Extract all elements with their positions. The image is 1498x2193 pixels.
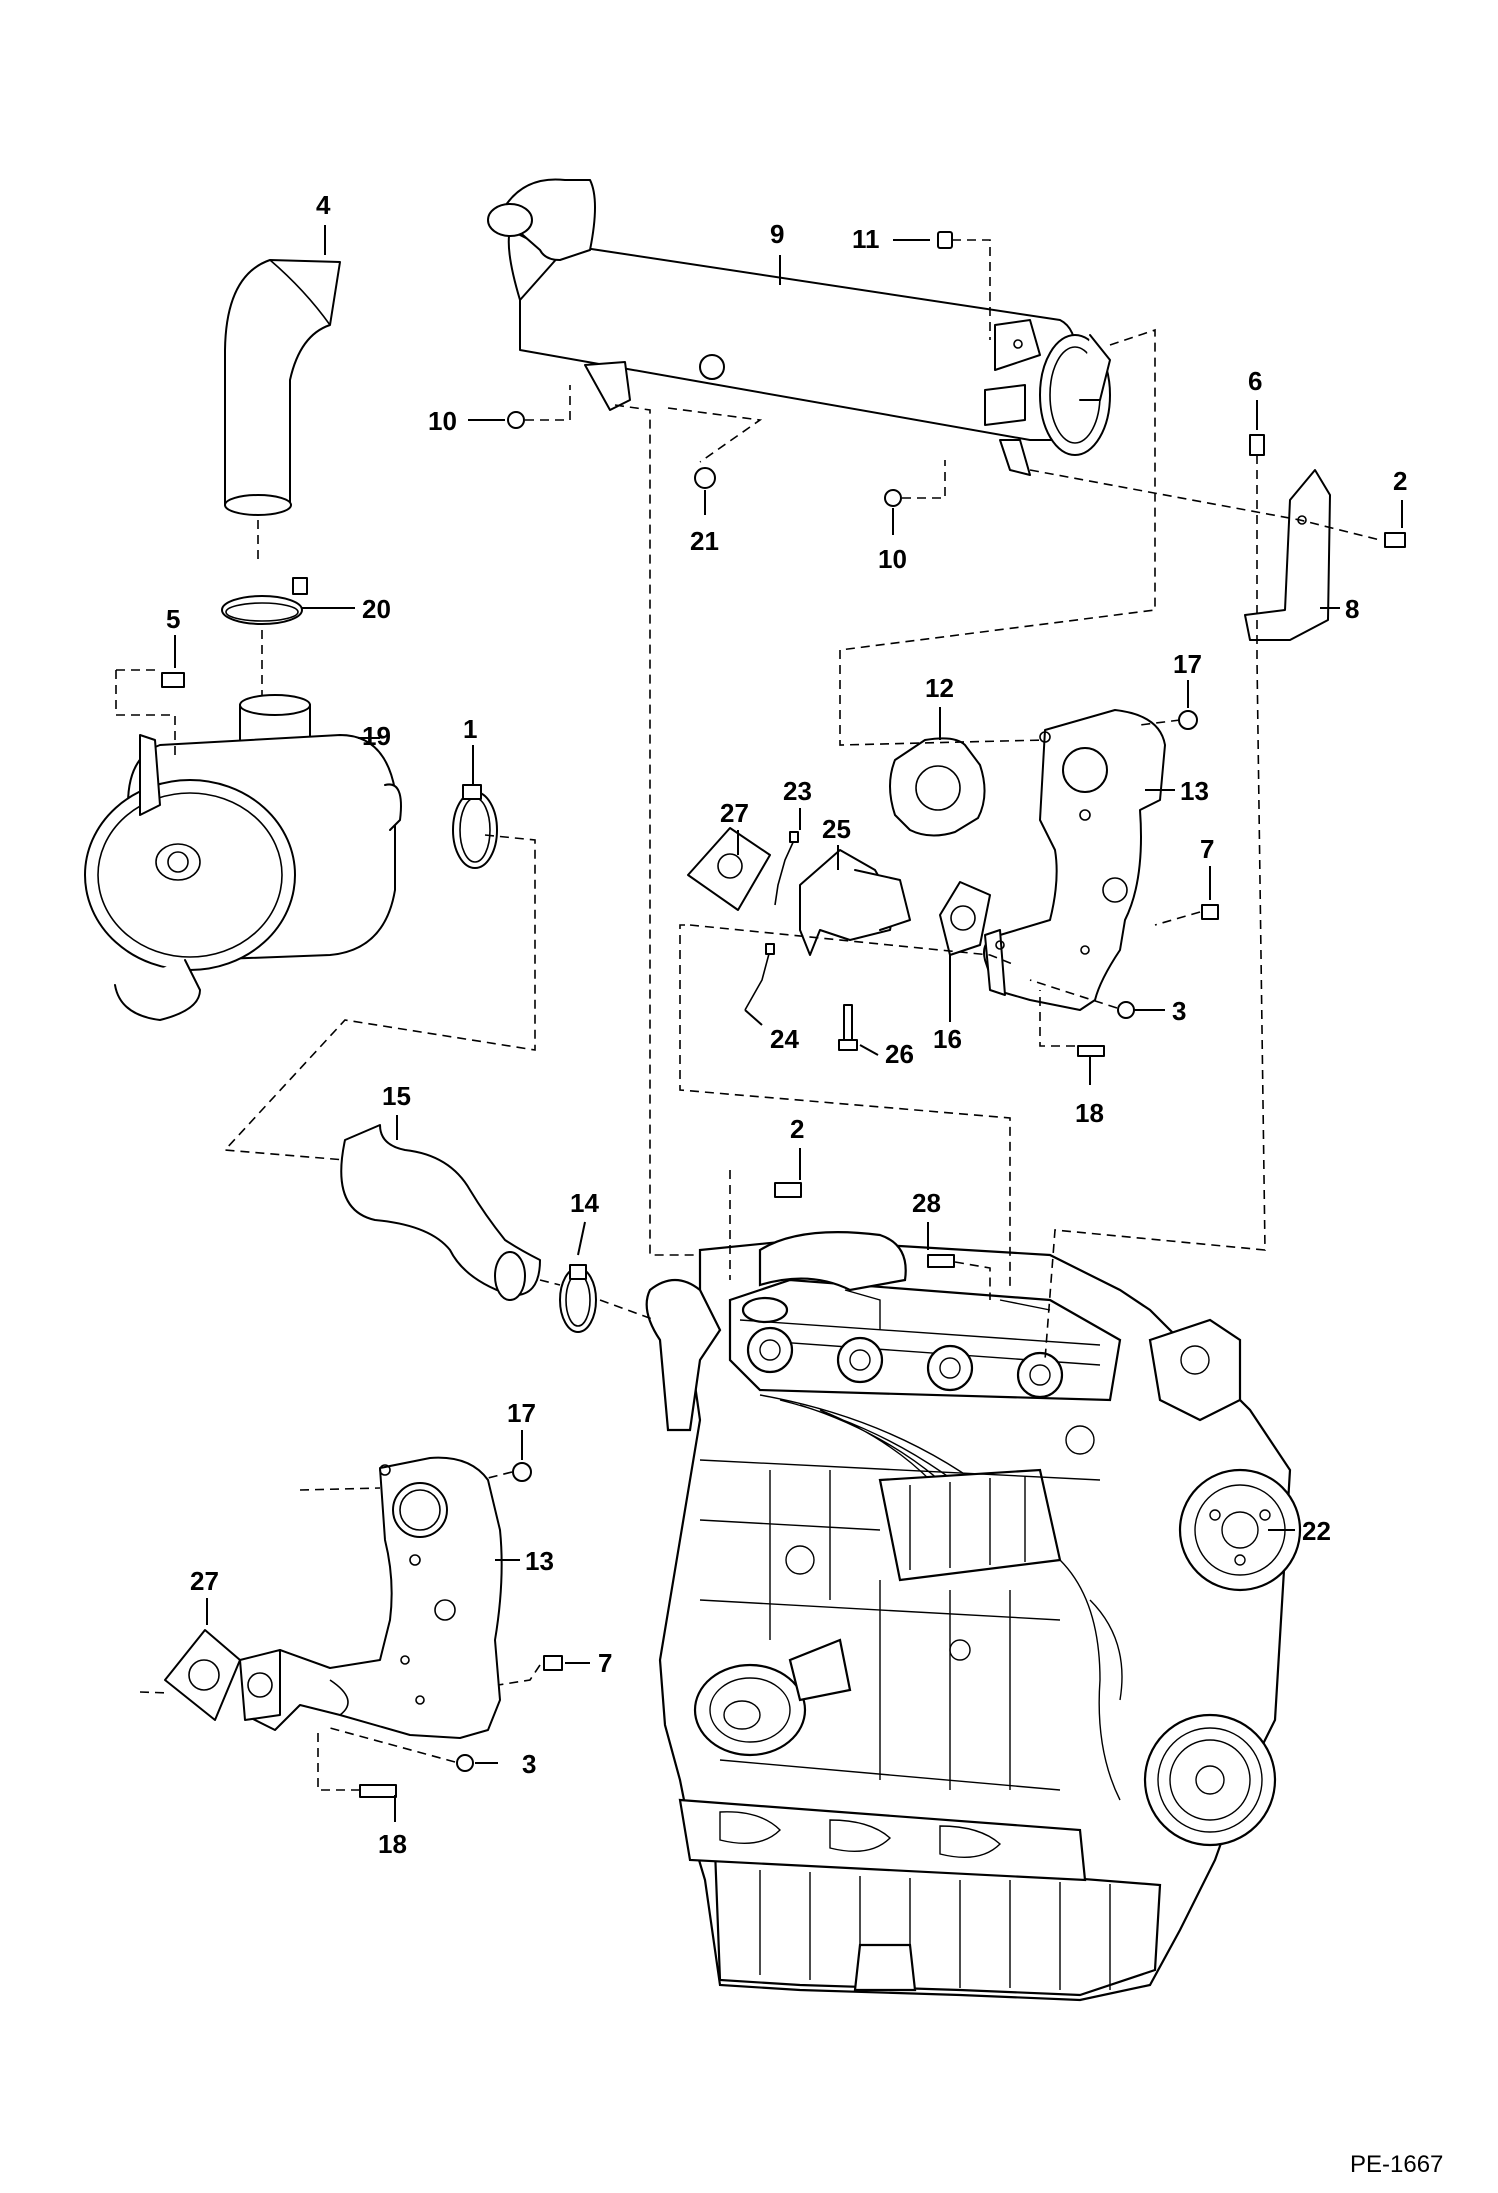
callout-18: 18 xyxy=(378,1829,407,1859)
muffler xyxy=(487,178,1111,476)
callout-3: 3 xyxy=(1172,996,1186,1026)
callout-labels: 4 9 11 10 21 10 6 2 8 20 5 19 1 12 17 13… xyxy=(166,190,1443,2178)
callout-7: 7 xyxy=(1200,834,1214,864)
callout-10: 10 xyxy=(428,406,457,436)
callout-10: 10 xyxy=(878,544,907,574)
callout-19: 19 xyxy=(362,721,391,751)
intake-hose xyxy=(340,1124,541,1301)
callout-2: 2 xyxy=(790,1114,804,1144)
engine-assembly xyxy=(645,1231,1302,2002)
callout-26: 26 xyxy=(885,1039,914,1069)
callout-12: 12 xyxy=(925,673,954,703)
pointer-lines xyxy=(174,225,1403,1822)
gasket-27-upper xyxy=(687,827,771,911)
callout-28: 28 xyxy=(912,1188,941,1218)
callout-18: 18 xyxy=(1075,1098,1104,1128)
leader-lines xyxy=(115,239,1381,1791)
air-cleaner-housing xyxy=(84,694,402,1021)
callout-2: 2 xyxy=(1393,466,1407,496)
exhaust-pipe-upper xyxy=(983,709,1166,1011)
clamp-ring xyxy=(221,577,308,625)
callout-27: 27 xyxy=(190,1566,219,1596)
callout-14: 14 xyxy=(570,1188,599,1218)
callout-7: 7 xyxy=(598,1648,612,1678)
callout-20: 20 xyxy=(362,594,391,624)
gasket xyxy=(889,737,986,837)
exhaust-pipe-lower xyxy=(239,1456,503,1739)
hose-clamp-small xyxy=(559,1264,597,1333)
callout-4: 4 xyxy=(316,190,331,220)
muffler-bracket xyxy=(1244,469,1331,641)
hose-clamp xyxy=(452,784,498,869)
gasket-16 xyxy=(939,881,991,956)
callout-23: 23 xyxy=(783,776,812,806)
callout-17: 17 xyxy=(507,1398,536,1428)
callout-25: 25 xyxy=(822,814,851,844)
callout-24: 24 xyxy=(770,1024,799,1054)
callout-15: 15 xyxy=(382,1081,411,1111)
callout-8: 8 xyxy=(1345,594,1359,624)
callout-22: 22 xyxy=(1302,1516,1331,1546)
callout-21: 21 xyxy=(690,526,719,556)
callout-13: 13 xyxy=(525,1546,554,1576)
clip-24 xyxy=(744,943,775,1011)
callout-1: 1 xyxy=(463,714,477,744)
callout-13: 13 xyxy=(1180,776,1209,806)
callout-27: 27 xyxy=(720,798,749,828)
figure-code: PE-1667 xyxy=(1350,2151,1443,2178)
callout-6: 6 xyxy=(1248,366,1262,396)
bolt-26 xyxy=(838,1004,858,1051)
callout-11: 11 xyxy=(852,224,880,254)
bracket-25 xyxy=(799,849,911,956)
callout-16: 16 xyxy=(933,1024,962,1054)
callout-9: 9 xyxy=(770,219,784,249)
callout-5: 5 xyxy=(166,604,180,634)
callout-17: 17 xyxy=(1173,649,1202,679)
callout-3: 3 xyxy=(522,1749,536,1779)
gasket-27-lower xyxy=(164,1629,241,1721)
tailpipe-elbow xyxy=(224,259,341,516)
bracket-spring-23 xyxy=(774,831,799,906)
